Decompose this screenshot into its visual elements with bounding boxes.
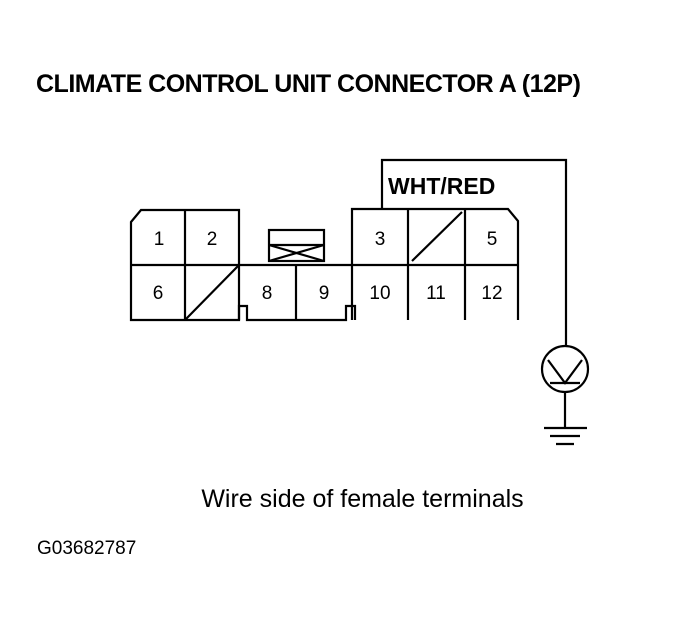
terminal-10-label: 10 xyxy=(369,283,390,304)
empty-cavity-4 xyxy=(411,211,463,262)
diagram-title: CLIMATE CONTROL UNIT CONNECTOR A (12P) xyxy=(36,70,581,98)
figure-id: G03682787 xyxy=(37,538,137,559)
ground-icon xyxy=(544,426,587,446)
terminal-5-label: 5 xyxy=(487,229,498,250)
terminal-12-label: 12 xyxy=(481,283,502,304)
test-lead-wire xyxy=(380,158,568,346)
terminal-6-label: 6 xyxy=(153,283,164,304)
connector-housing-right xyxy=(350,207,520,320)
terminal-1-label: 1 xyxy=(154,229,165,250)
terminal-3-label: 3 xyxy=(375,229,386,250)
terminal-11-label: 11 xyxy=(426,283,446,304)
terminal-9-label: 9 xyxy=(319,283,330,304)
connector-bottom-edge xyxy=(237,304,357,322)
wire-color-label: WHT/RED xyxy=(388,173,495,199)
terminal-8-label: 8 xyxy=(262,283,273,304)
empty-cavity-7 xyxy=(184,264,240,321)
diagram-caption: Wire side of female terminals xyxy=(201,485,524,513)
voltmeter-icon xyxy=(540,344,590,394)
terminal-2-label: 2 xyxy=(207,229,218,250)
